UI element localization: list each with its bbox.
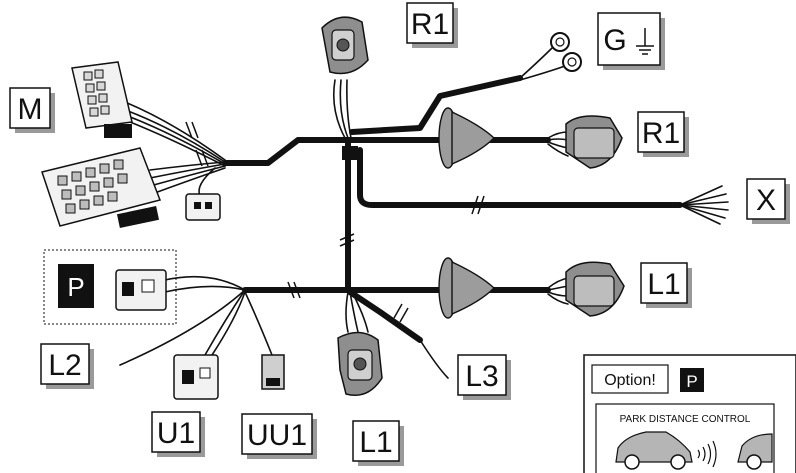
label-l2: L2 [40,343,94,389]
label-r1-right: R1 [637,111,689,157]
svg-text:M: M [18,93,43,126]
r1-right-grommet [438,107,496,169]
car-icon [615,431,693,470]
m-connector-upper [71,61,133,138]
label-l1-bottom: L1 [352,420,404,466]
option-p-badge: P [686,372,697,391]
svg-text:L3: L3 [465,360,498,393]
r1-top-connector [321,16,369,75]
r1-right-connector [565,115,623,169]
sensor-waves-icon [697,440,717,468]
junction-clip [342,146,358,160]
svg-text:UU1: UU1 [247,419,307,452]
label-uu1: UU1 [241,413,317,459]
svg-text:L1: L1 [647,268,680,301]
svg-text:U1: U1 [157,417,195,450]
m-small-connector [185,193,221,221]
label-x: X [746,178,790,224]
label-l3: L3 [457,354,511,400]
p-badge-text: P [67,272,84,302]
l1-right-connector [565,261,625,317]
main-harness [222,75,683,343]
l1-bottom-connector [337,331,383,396]
svg-text:L2: L2 [48,349,81,382]
label-m: M [9,87,55,133]
label-l1-right: L1 [640,262,692,308]
car-icon [737,433,773,470]
option-panel-title: PARK DISTANCE CONTROL [620,414,751,425]
l1-right-grommet [438,257,496,319]
uu1-connector [261,354,285,390]
ground-symbol-icon [636,28,654,55]
svg-text:G: G [603,24,626,57]
label-g: G [597,12,665,70]
option-panel: Option! P PARK DISTANCE CONTROL [583,354,796,473]
svg-text:R1: R1 [642,117,680,150]
label-u1: U1 [151,411,205,457]
option-label: Option! [604,372,656,389]
svg-text:R1: R1 [411,8,449,41]
ring-terminals [550,32,582,72]
p-connector-group: P [43,249,177,325]
u1-connector [173,354,219,400]
m-connector-lower [41,147,162,229]
svg-text:X: X [756,184,776,217]
svg-text:L1: L1 [359,426,392,459]
label-r1-top: R1 [406,2,458,48]
